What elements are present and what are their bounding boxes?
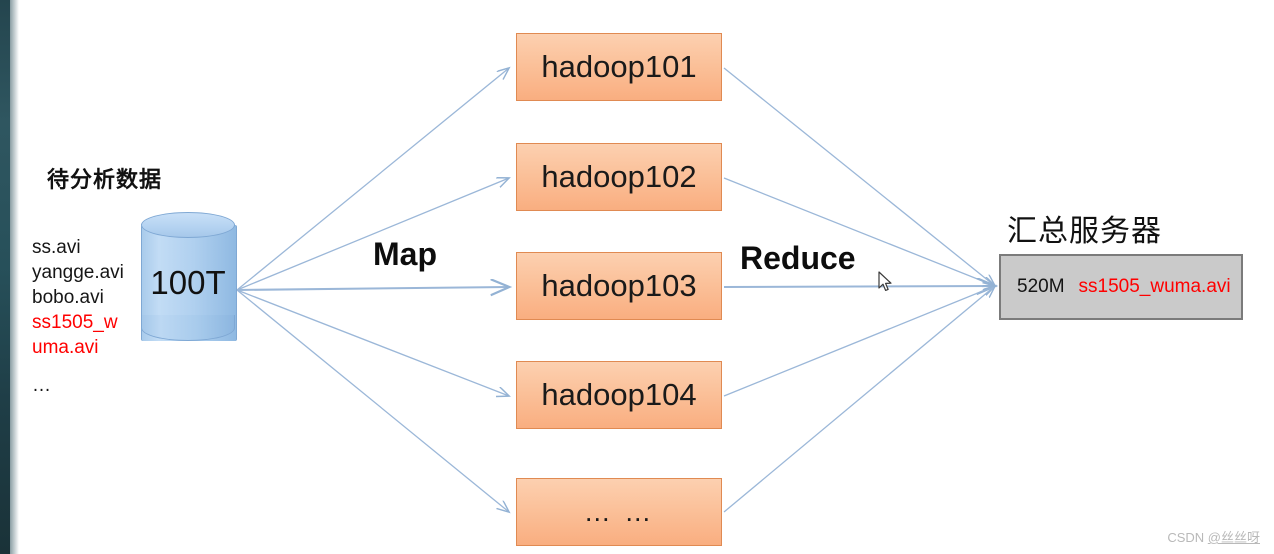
arrow-reduce-hadoop102 [723, 177, 995, 286]
node-label: hadoop103 [541, 268, 697, 303]
node-box-more[interactable]: … … [516, 478, 722, 546]
cylinder-capacity-label: 100T [150, 264, 226, 301]
file-list-item: ss.avi [32, 237, 81, 258]
node-box-hadoop102[interactable]: hadoop102 [516, 143, 722, 211]
summary-file-name: ss1505_wuma.avi [1078, 276, 1231, 297]
cylinder-top-cap [141, 212, 235, 238]
source-file-list: ss.avi yangge.avi bobo.avi ss1505_w uma.… [32, 235, 124, 398]
watermark-username: @丝丝呀 [1207, 530, 1260, 545]
reduce-phase-label: Reduce [740, 240, 856, 276]
left-background-fade [10, 0, 19, 554]
summary-file-size: 520M [1017, 276, 1065, 297]
arrow-map-to-hadoop104 [236, 289, 509, 396]
cylinder-bottom-cap [141, 315, 235, 341]
arrow-reduce-hadoop104 [723, 286, 995, 397]
arrow-map-to-hadoop-more [236, 289, 509, 512]
pending-data-title: 待分析数据 [47, 167, 163, 192]
arrow-reduce-hadoop103 [723, 286, 995, 287]
node-label: hadoop101 [541, 49, 697, 84]
file-list-item-highlight-cont: uma.avi [32, 337, 99, 358]
watermark-prefix: CSDN [1167, 530, 1208, 545]
file-list-item: yangge.avi [32, 262, 124, 283]
map-phase-label: Map [373, 236, 437, 272]
summary-server-box[interactable]: 520M ss1505_wuma.avi [999, 254, 1243, 320]
mouse-cursor [878, 271, 892, 291]
summary-server-title: 汇总服务器 [1007, 215, 1162, 248]
arrow-reduce-hadoop-more [723, 286, 995, 513]
arrow-map-to-hadoop101 [236, 68, 509, 291]
arrow-map-to-hadoop103 [236, 287, 509, 290]
node-box-hadoop103[interactable]: hadoop103 [516, 252, 722, 320]
node-label: hadoop104 [541, 377, 697, 412]
node-box-hadoop101[interactable]: hadoop101 [516, 33, 722, 101]
left-background-strip [0, 0, 10, 554]
file-list-item: bobo.avi [32, 287, 104, 308]
data-store-cylinder: 100T [141, 212, 237, 350]
file-list-ellipsis: … [32, 375, 53, 396]
arrow-map-to-hadoop102 [236, 178, 509, 291]
watermark: CSDN @丝丝呀 [1167, 527, 1260, 546]
file-list-item-highlight: ss1505_w [32, 312, 118, 333]
node-label: hadoop102 [541, 159, 697, 194]
arrow-reduce-hadoop101 [723, 67, 995, 286]
node-label: … … [583, 496, 655, 527]
node-box-hadoop104[interactable]: hadoop104 [516, 361, 722, 429]
